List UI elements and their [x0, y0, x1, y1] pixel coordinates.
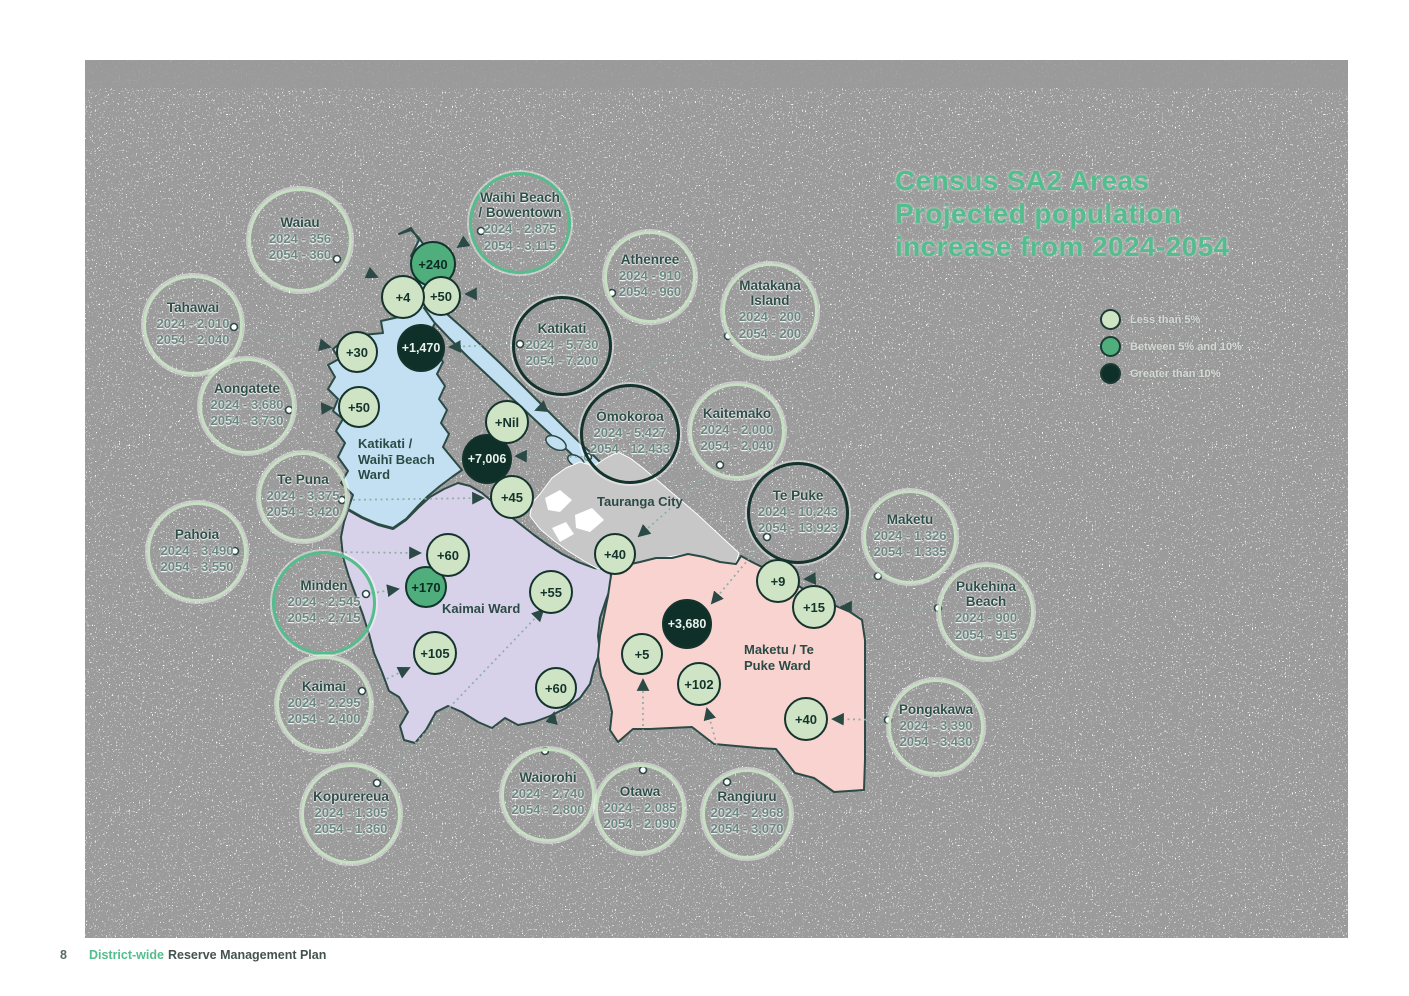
legend-item-medium: Between 5% and 10% — [1100, 333, 1320, 360]
value-circle-aongatete: +50 — [338, 386, 380, 428]
city-inlet — [545, 490, 572, 512]
legend-swatch-dark — [1100, 363, 1121, 384]
city-inlet — [575, 508, 604, 532]
area-label-katikati: Katikati 2024 - 5,730 2054 - 7,200 — [512, 296, 612, 396]
legend-label: Greater than 10% — [1130, 367, 1221, 380]
value-circle-katikati: +1,470 — [397, 324, 445, 372]
area-label-rangiuru: Rangiuru 2024 - 2,968 2054 - 3,070 — [702, 769, 792, 859]
area-label-minden: Minden 2024 - 2,545 2054 - 2,715 — [272, 551, 376, 655]
legend-item-dark: Greater than 10% — [1100, 360, 1320, 387]
area-label-athenree: Athenree 2024 - 910 2054 - 960 — [604, 231, 696, 323]
value-circle-waiorohi: +60 — [535, 667, 577, 709]
area-label-tahawai: Tahawai 2024 - 2,010 2054 - 2,040 — [143, 275, 243, 375]
legend-item-light: Less than 5% — [1100, 306, 1320, 333]
area-label-pongakawa: Pongakawa 2024 - 3,390 2054 - 3,430 — [888, 679, 984, 775]
area-label-matakana-island: Matakana Island 2024 - 200 2054 - 200 — [722, 263, 818, 359]
area-label-waihi-beach-bowentown: Waihi Beach / Bowentown 2024 - 2,875 205… — [469, 172, 571, 274]
value-circle-pahoia: +60 — [426, 533, 470, 577]
map-title: Census SA2 Areas Projected population in… — [895, 164, 1295, 263]
value-circle-te-puna: +45 — [490, 475, 534, 519]
value-circle-minden: +170 — [405, 566, 447, 608]
area-label-omokoroa: Ōmokoroa 2024 - 5,427 2054 - 12,433 — [580, 384, 680, 484]
value-circle-matakana-island: +Nil — [485, 400, 529, 444]
area-label-aongatete: Aongatete 2024 - 3,680 2054 - 3,730 — [199, 358, 295, 454]
value-circle-pongakawa: +40 — [784, 697, 828, 741]
value-circle-kaimai: +105 — [413, 631, 457, 675]
area-label-pahoia: Pahoia 2024 - 3,490 2054 - 3,550 — [147, 502, 247, 602]
value-circle-athenree: +50 — [421, 276, 461, 316]
legend-swatch-medium — [1100, 336, 1121, 357]
value-circle-rangiuru: +102 — [677, 662, 721, 706]
value-circle-pukehina-beach: +15 — [792, 585, 836, 629]
value-circle-maketu: +9 — [756, 559, 800, 603]
value-circle-kaitemako: +40 — [594, 533, 636, 575]
page-number: 8 — [60, 948, 67, 962]
harbour-island — [545, 434, 567, 452]
area-label-maketu: Maketu 2024 - 1,326 2054 - 1,335 — [863, 490, 957, 584]
map-title-line3: increase from 2024-2054 — [895, 231, 1230, 262]
area-label-te-puna: Te Puna 2024 - 3,375 2054 - 3,420 — [258, 452, 348, 542]
ward-label-maketu-te-puke: Maketu / Te Puke Ward — [744, 642, 814, 673]
map-title-line2: Projected population — [895, 198, 1182, 229]
area-label-kopurereua: Kopurereua 2024 - 1,305 2054 - 1,360 — [301, 764, 401, 864]
ward-label-tauranga-city: Tauranga City — [597, 494, 683, 509]
ward-label-kaimai: Kaimai Ward — [442, 601, 521, 616]
value-circle-waiau: +4 — [381, 275, 425, 319]
legend: Less than 5% Between 5% and 10% Greater … — [1100, 306, 1320, 387]
value-circle-tahawai: +30 — [336, 331, 378, 373]
value-circle-otawa: +5 — [621, 633, 663, 675]
area-label-waiorohi: Waiorohi 2024 - 2,740 2054 - 2,800 — [501, 748, 595, 842]
map-title-line1: Census SA2 Areas — [895, 165, 1150, 196]
area-label-kaimai: Kaimai 2024 - 2,295 2054 - 2,400 — [276, 656, 372, 752]
area-label-waiau: Waiau 2024 - 356 2054 - 360 — [248, 188, 352, 292]
ward-label-katikati-waihi-beach: Katikati / Waihī Beach Ward — [358, 436, 435, 483]
value-circle-te-puke: +3,680 — [662, 599, 712, 649]
footer-doc-title: Reserve Management Plan — [167, 948, 327, 962]
city-inlet — [552, 522, 574, 542]
legend-label: Between 5% and 10% — [1130, 340, 1242, 353]
area-label-kaitemako: Kaitemako 2024 - 2,000 2054 - 2,040 — [689, 383, 785, 479]
footer-doc-title-highlight: District-wide — [88, 948, 164, 962]
value-circle-kopurereua: +55 — [529, 570, 573, 614]
legend-swatch-light — [1100, 309, 1121, 330]
area-label-te-puke: Te Puke 2024 - 10,243 2054 - 13,923 — [747, 462, 849, 564]
area-label-pukehina-beach: Pukehina Beach 2024 - 900 2054 - 915 — [938, 564, 1034, 660]
legend-label: Less than 5% — [1130, 313, 1201, 326]
area-label-otawa: Otawa 2024 - 2,085 2054 - 2,090 — [595, 764, 685, 854]
